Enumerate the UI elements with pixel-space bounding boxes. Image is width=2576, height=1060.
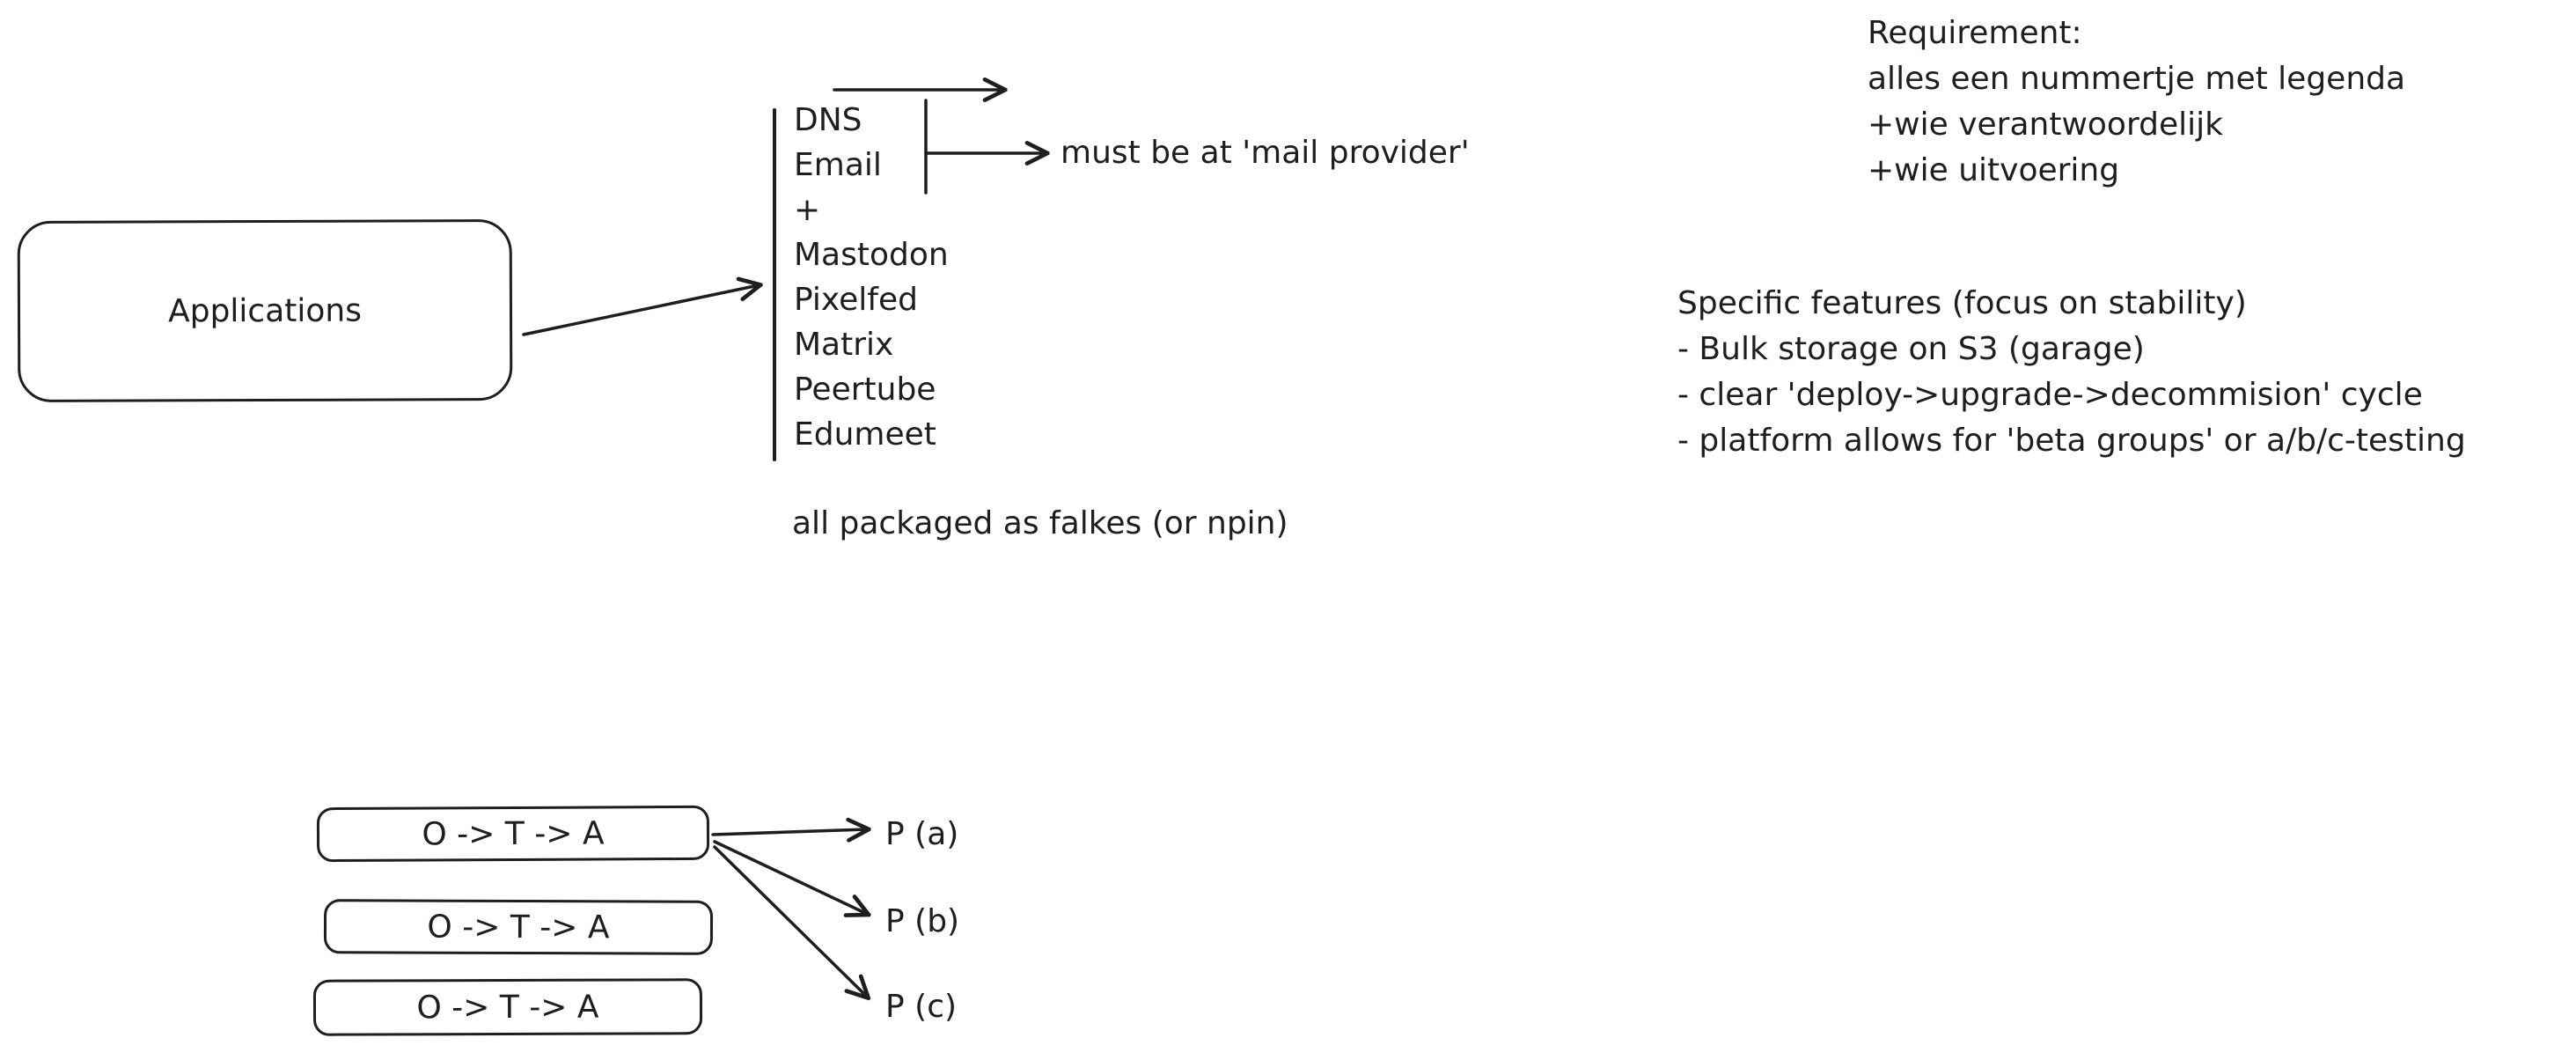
pipeline-box-2-label: O -> T -> A <box>427 909 610 946</box>
features-title: Specific features (focus on stability) <box>1677 285 2247 321</box>
pipeline-box-3-label: O -> T -> A <box>416 989 599 1026</box>
features-block: Specific features (focus on stability) -… <box>1677 281 2466 464</box>
applications-to-services-arrow <box>522 285 759 336</box>
service-item-pixelfed: Pixelfed <box>794 282 918 318</box>
pipeline-target-b: P (b) <box>885 903 960 939</box>
requirement-block: Requirement: alles een nummertje met leg… <box>1868 11 2405 194</box>
packaged-note: all packaged as falkes (or npin) <box>792 505 1288 541</box>
mail-provider-note: must be at 'mail provider' <box>1060 135 1470 171</box>
service-item-dns: DNS <box>794 102 862 138</box>
pipeline-box-2: O -> T -> A <box>323 899 714 955</box>
service-item-plus: + <box>794 192 821 228</box>
pipeline-arrow-a <box>711 829 867 835</box>
services-list: DNS Email + Mastodon Pixelfed Matrix Pee… <box>794 98 949 457</box>
requirement-line-3: +wie uitvoering <box>1868 152 2120 188</box>
applications-box: Applications <box>17 219 513 402</box>
features-line-3: - platform allows for 'beta groups' or a… <box>1677 423 2466 459</box>
service-item-email: Email <box>794 147 882 183</box>
service-item-edumeet: Edumeet <box>794 416 936 453</box>
service-item-matrix: Matrix <box>794 327 894 363</box>
requirement-title: Requirement: <box>1868 15 2082 51</box>
pipeline-box-1: O -> T -> A <box>316 805 710 863</box>
pipeline-target-c: P (c) <box>885 989 958 1025</box>
pipeline-target-a: P (a) <box>885 816 959 852</box>
service-item-peertube: Peertube <box>794 372 936 408</box>
features-line-2: - clear 'deploy->upgrade->decommision' c… <box>1677 377 2423 413</box>
pipeline-arrow-b <box>713 840 867 914</box>
features-line-1: - Bulk storage on S3 (garage) <box>1677 331 2145 367</box>
pipeline-arrow-c <box>713 845 867 997</box>
pipeline-box-3: O -> T -> A <box>312 978 703 1036</box>
applications-label: Applications <box>167 292 363 329</box>
requirement-line-1: alles een nummertje met legenda <box>1868 61 2406 97</box>
pipeline-box-1-label: O -> T -> A <box>422 814 605 853</box>
requirement-line-2: +wie verantwoordelijk <box>1868 107 2223 143</box>
service-item-mastodon: Mastodon <box>794 237 949 273</box>
